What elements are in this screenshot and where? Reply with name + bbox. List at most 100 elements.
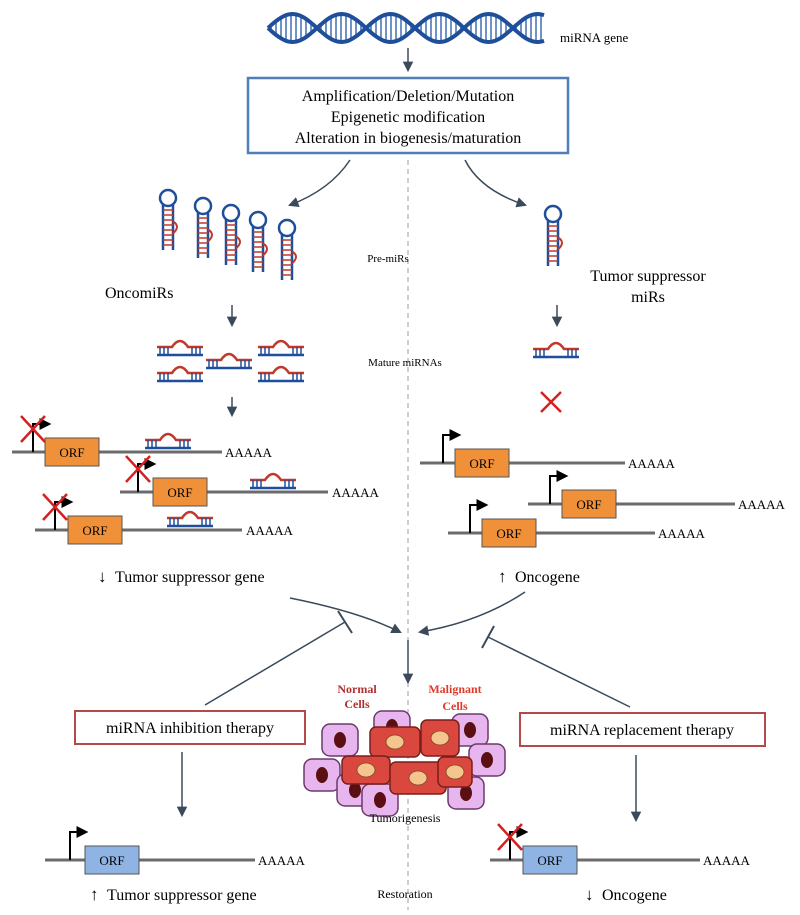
gene-construct: ORF AAAAA — [35, 493, 294, 545]
mature-mirna-icon — [145, 432, 191, 450]
alterations-box — [246, 76, 570, 155]
gene-construct: ORF AAAAA — [45, 826, 306, 875]
orf-box: ORF — [522, 845, 578, 875]
inhibition-x-icon — [42, 493, 68, 521]
orf-box: ORF — [152, 477, 208, 507]
promoter-arrow-icon — [54, 496, 74, 530]
oncomir-hairpins — [158, 188, 297, 280]
inhibition-line-right — [487, 636, 631, 708]
mature-mirna-icon — [157, 339, 203, 357]
replacement-therapy-label: miRNA replacement therapy — [550, 722, 734, 739]
left-outcome-label: Tumor suppressor gene — [115, 569, 265, 586]
gene-constructs: ORF AAAAA ORF AAAAA ORF AAAAA ORF AAAAA ORF AAAAA… — [12, 415, 786, 875]
mature-mirnas-left — [157, 339, 304, 383]
svg-text:AAAAA: AAAAA — [246, 523, 294, 538]
mature-mirna-icon — [533, 341, 579, 359]
up-arrow-icon: ↑ — [498, 567, 507, 586]
orf-box: ORF — [67, 515, 123, 545]
replacement-therapy-box — [519, 712, 766, 747]
hairpin-icon — [248, 210, 268, 272]
down-arrow-icon: ↓ — [585, 885, 594, 904]
inhibition-therapy-label: miRNA inhibition therapy — [106, 720, 274, 737]
svg-text:ORF: ORF — [82, 523, 107, 538]
orf-box: ORF — [44, 437, 100, 467]
dna-strand — [266, 11, 545, 45]
inhibition-x-icon — [125, 455, 151, 483]
gene-construct: ORF AAAAA — [420, 429, 676, 478]
restoration-label: Restoration — [377, 887, 432, 901]
svg-text:AAAAA: AAAAA — [628, 456, 676, 471]
svg-text:ORF: ORF — [469, 456, 494, 471]
mature-mirna-icon — [206, 352, 252, 370]
svg-text:ORF: ORF — [537, 853, 562, 868]
gene-construct: ORF AAAAA — [528, 470, 786, 519]
promoter-arrow-icon — [442, 429, 462, 463]
mature-mirna-icon — [258, 339, 304, 357]
svg-text:AAAAA: AAAAA — [258, 853, 306, 868]
promoter-arrow-icon — [32, 418, 52, 452]
svg-text:ORF: ORF — [167, 485, 192, 500]
normal-cells-label-1: Normal — [337, 682, 377, 696]
inhibition-line-left — [204, 621, 346, 706]
normal-cell — [303, 758, 341, 792]
dna-helix-icon — [266, 11, 545, 45]
svg-text:AAAAA: AAAAA — [658, 526, 706, 541]
tumor-suppressor-mirs-label-2: miRs — [631, 289, 665, 306]
mature-mirna-icon — [250, 472, 296, 490]
mature-mirna-icon — [167, 510, 213, 528]
gene-construct: ORF AAAAA — [120, 455, 380, 507]
malignant-cells-label-1: Malignant — [428, 682, 481, 696]
hairpin-icon — [193, 196, 213, 258]
normal-cell — [451, 713, 489, 747]
curve-arrow-left — [288, 159, 351, 207]
down-arrow-icon: ↓ — [98, 567, 107, 586]
inhibition-x-icon — [20, 415, 46, 443]
curve-arrow-right — [464, 159, 527, 208]
promoter-arrow-icon — [469, 499, 489, 533]
normal-cell — [468, 743, 506, 777]
svg-text:AAAAA: AAAAA — [225, 445, 273, 460]
promoter-arrow-icon — [509, 826, 529, 860]
svg-text:ORF: ORF — [576, 497, 601, 512]
normal-cells-label-2: Cells — [344, 697, 370, 711]
normal-cell — [361, 783, 399, 817]
converge-curve-left — [289, 597, 402, 633]
mirna-gene-label: miRNA gene — [560, 30, 628, 45]
gene-construct: ORF AAAAA — [448, 499, 706, 548]
orf-box: ORF — [454, 448, 510, 478]
promoter-arrow-icon — [137, 458, 157, 492]
normal-cell — [321, 723, 359, 757]
hairpin-icon — [543, 204, 563, 266]
bottom-left-outcome-label: Tumor suppressor gene — [107, 887, 257, 904]
mature-mirna-icon — [157, 365, 203, 383]
svg-text:ORF: ORF — [496, 526, 521, 541]
pre-mirs-label: Pre-miRs — [367, 253, 409, 265]
svg-text:AAAAA: AAAAA — [738, 497, 786, 512]
svg-text:AAAAA: AAAAA — [332, 485, 380, 500]
inhibition-x-icon — [540, 391, 562, 413]
svg-text:ORF: ORF — [99, 853, 124, 868]
gene-construct: ORF AAAAA — [490, 823, 751, 875]
alteration-line-2: Epigenetic modification — [331, 109, 485, 126]
tumor-suppressor-hairpin — [543, 204, 563, 266]
alteration-line-3: Alteration in biogenesis/maturation — [295, 130, 522, 147]
bottom-right-outcome-label: Oncogene — [602, 887, 667, 904]
tumor-cell-cluster — [303, 710, 506, 817]
orf-box: ORF — [561, 489, 617, 519]
malignant-cell — [420, 719, 460, 757]
malignant-cell — [389, 761, 447, 795]
oncomirs-label: OncomiRs — [105, 285, 173, 302]
inhibition-x-icon — [497, 823, 523, 851]
inhibition-therapy-box — [74, 710, 306, 745]
promoter-arrow-icon — [549, 470, 569, 504]
hairpin-icon — [221, 203, 241, 265]
dna-strand — [266, 11, 545, 45]
tumor-suppressor-mirs-label-1: Tumor suppressor — [590, 268, 706, 285]
tumorigenesis-label: Tumorigenesis — [370, 811, 441, 825]
hairpin-icon — [277, 218, 297, 280]
mature-mirna-icon — [258, 365, 304, 383]
svg-text:AAAAA: AAAAA — [703, 853, 751, 868]
right-outcome-label: Oncogene — [515, 569, 580, 586]
converge-curve-right — [417, 591, 526, 636]
